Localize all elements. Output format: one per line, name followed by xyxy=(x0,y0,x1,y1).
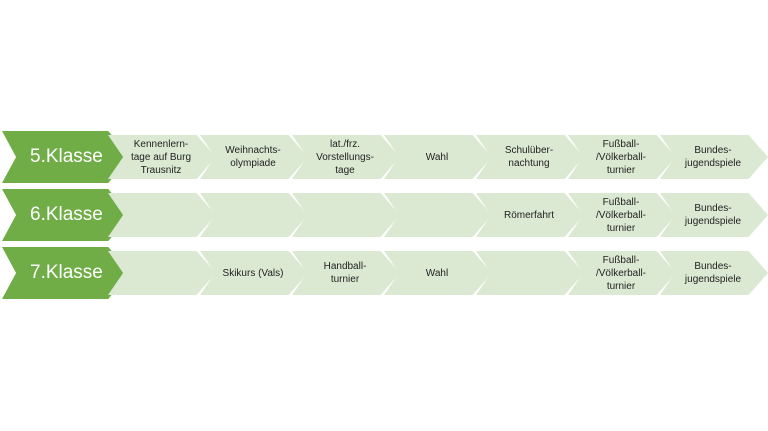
step-4: Wahl xyxy=(384,135,492,179)
step-text: Schulüber-nachtung xyxy=(504,145,554,169)
step-text: Bundes-jugendspiele xyxy=(684,261,742,285)
step-2 xyxy=(200,193,308,237)
step-text: Fußball-/Völkerball-turnier xyxy=(595,138,647,176)
step-7: Bundes-jugendspiele xyxy=(660,135,768,179)
step-3: lat./frz.Vorstellungs-tage xyxy=(292,135,400,179)
step-text: Bundes-jugendspiele xyxy=(684,145,742,169)
step-text: Handball-turnier xyxy=(323,261,367,285)
row-6-klasse: 6.Klasse Römerfahrt Fußball-/Völkerball-… xyxy=(0,189,768,241)
step-3 xyxy=(292,193,400,237)
step-2: Weihnachts-olympiade xyxy=(200,135,308,179)
step-text: Wahl xyxy=(425,151,449,163)
step-text: Fußball-/Völkerball-turnier xyxy=(595,196,647,234)
step-4: Wahl xyxy=(384,251,492,295)
step-3: Handball-turnier xyxy=(292,251,400,295)
step-text: Bundes-jugendspiele xyxy=(684,203,742,227)
step-text: Skikurs (Vals) xyxy=(222,267,284,279)
row-7-klasse: 7.Klasse Skikurs (Vals) Handball-turnier… xyxy=(0,247,768,299)
step-7: Bundes-jugendspiele xyxy=(660,251,768,295)
step-text: Fußball-/Völkerball-turnier xyxy=(595,254,647,292)
step-5: Schulüber-nachtung xyxy=(476,135,584,179)
step-text: Römerfahrt xyxy=(503,209,554,221)
row-header: 6.Klasse xyxy=(2,189,130,241)
step-2: Skikurs (Vals) xyxy=(200,251,308,295)
row-header: 7.Klasse xyxy=(2,247,130,299)
step-4 xyxy=(384,193,492,237)
step-text: Weihnachts-olympiade xyxy=(225,145,281,169)
step-text: lat./frz.Vorstellungs-tage xyxy=(316,138,374,176)
step-6: Fußball-/Völkerball-turnier xyxy=(568,193,676,237)
step-6: Fußball-/Völkerball-turnier xyxy=(568,251,676,295)
step-6: Fußball-/Völkerball-turnier xyxy=(568,135,676,179)
step-7: Bundes-jugendspiele xyxy=(660,193,768,237)
step-5 xyxy=(476,251,584,295)
step-1 xyxy=(108,251,216,295)
step-text: Wahl xyxy=(425,267,449,279)
step-1 xyxy=(108,193,216,237)
step-5: Römerfahrt xyxy=(476,193,584,237)
row-header: 5.Klasse xyxy=(2,131,130,183)
